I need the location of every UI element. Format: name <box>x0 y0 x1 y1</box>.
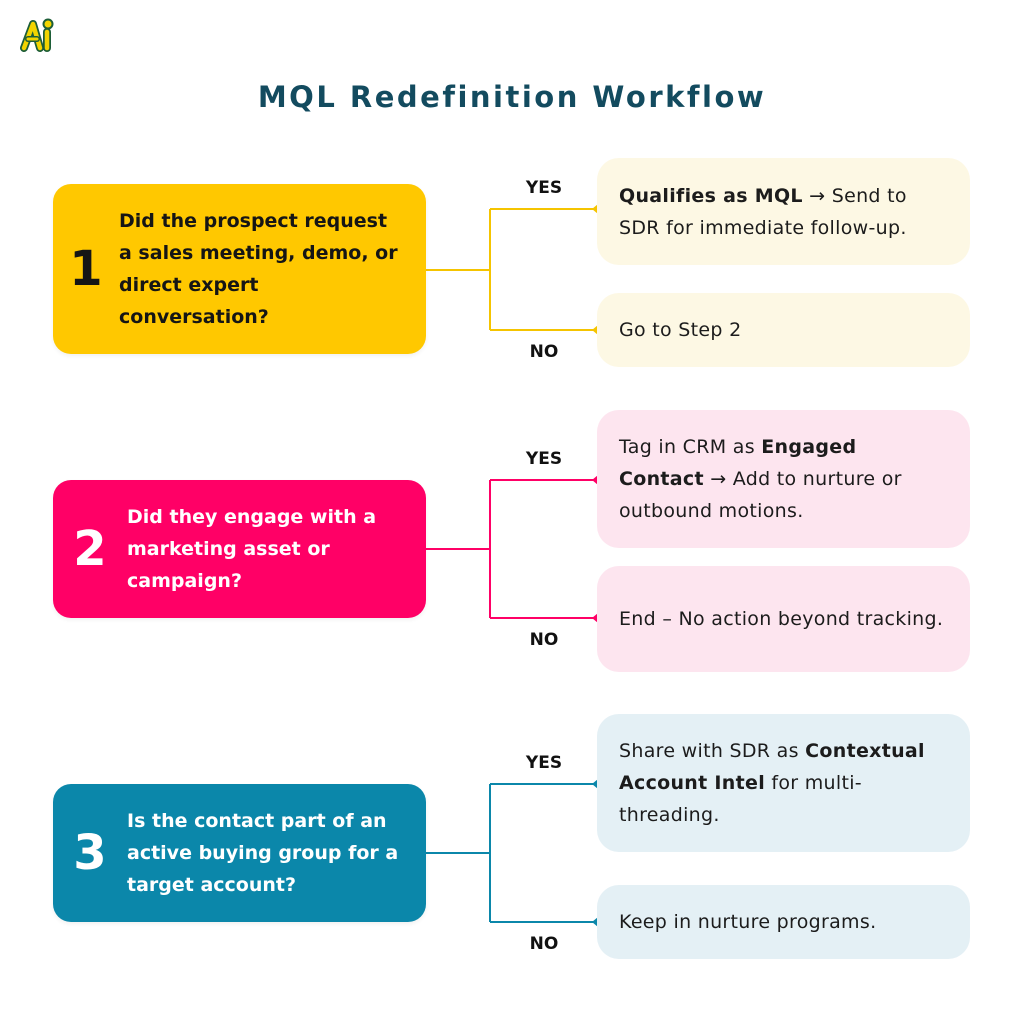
step3-question-box: 3 Is the contact part of an active buyin… <box>53 784 426 922</box>
step1-number: 1 <box>69 241 103 297</box>
step2-number: 2 <box>73 521 107 577</box>
step2-question-box: 2 Did they engage with a marketing asset… <box>53 480 426 618</box>
step1-yes-label: YES <box>525 178 563 198</box>
step2-yes-text: → Add to nurture or outbound motions. <box>619 468 902 522</box>
step2-yes-pre: Tag in CRM as <box>619 436 762 458</box>
brand-logo <box>20 18 54 52</box>
step2-no-label: NO <box>529 630 559 650</box>
step3-yes-outcome: Share with SDR as Contextual Account Int… <box>597 714 970 852</box>
step1-question: Did the prospect request a sales meeting… <box>119 210 398 328</box>
step1-no-outcome: Go to Step 2 <box>597 293 970 367</box>
step3-no-text: Keep in nurture programs. <box>619 911 877 933</box>
step2-yes-bold: Engaged Contact <box>619 436 857 490</box>
step3-no-outcome: Keep in nurture programs. <box>597 885 970 959</box>
step1-question-box: 1 Did the prospect request a sales meeti… <box>53 184 426 354</box>
step3-yes-bold: Contextual Account Intel <box>619 740 925 794</box>
step2-yes-label: YES <box>525 449 563 469</box>
step1-connector <box>426 208 596 331</box>
step3-yes-label: YES <box>525 753 563 773</box>
step3-connector <box>426 783 596 923</box>
step1-no-text: Go to Step 2 <box>619 319 742 341</box>
step2-connector <box>426 479 596 619</box>
step3-number: 3 <box>73 825 107 881</box>
step3-yes-pre: Share with SDR as <box>619 740 806 762</box>
step3-no-label: NO <box>529 934 559 954</box>
step1-yes-outcome: Qualifies as MQL → Send to SDR for immed… <box>597 158 970 265</box>
step1-yes-text: → Send to SDR for immediate follow-up. <box>619 184 907 239</box>
page-title: MQL Redefinition Workflow <box>257 80 767 114</box>
step2-yes-outcome: Tag in CRM as Engaged Contact → Add to n… <box>597 410 970 548</box>
step1-no-label: NO <box>529 342 559 362</box>
step2-question: Did they engage with a marketing asset o… <box>127 506 377 592</box>
step3-yes-text: for multi-threading. <box>619 772 862 826</box>
step2-no-outcome: End – No action beyond tracking. <box>597 566 970 672</box>
step3-question: Is the contact part of an active buying … <box>127 810 399 896</box>
step2-no-text: End – No action beyond tracking. <box>619 608 944 630</box>
step1-yes-bold: Qualifies as MQL <box>619 184 803 207</box>
